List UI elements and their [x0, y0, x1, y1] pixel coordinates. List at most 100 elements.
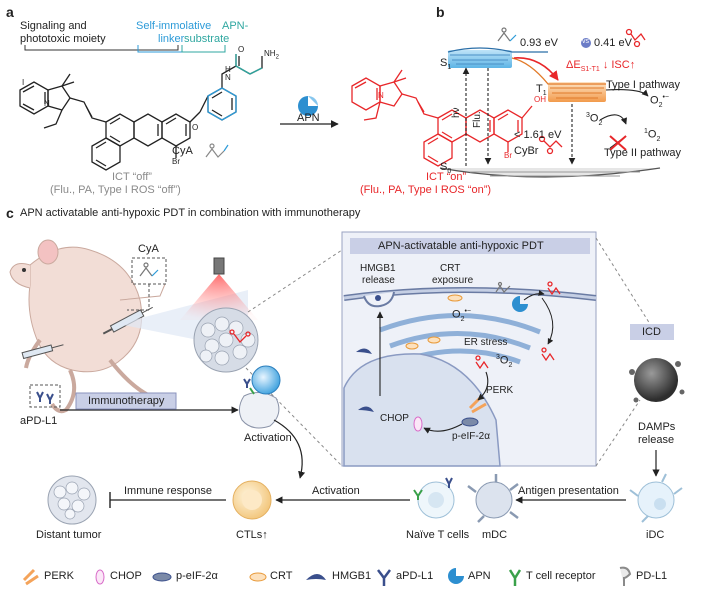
cybr-structure	[351, 69, 533, 167]
ict-on-detail: (Flu., PA, Type I ROS “on”)	[360, 184, 492, 196]
idc-label: iDC	[646, 529, 665, 541]
brace-signaling	[24, 45, 179, 51]
ict-off-detail: (Flu., PA, Type I ROS “off”)	[50, 184, 181, 196]
moiety-linker-line2: linker	[158, 33, 185, 45]
legend-apn: APN	[468, 570, 491, 582]
flu-label: Flu.	[472, 111, 483, 128]
t1-band	[548, 82, 606, 102]
legend-pd-l1: PD-L1	[636, 570, 668, 582]
panel-c-graphics	[9, 231, 685, 586]
energy-gap-label: < 1.61 eV	[514, 129, 562, 141]
moiety-signaling-line2: phototoxic moiety	[20, 33, 106, 45]
damps-label-1: DAMPs	[638, 421, 676, 433]
naive-t-cells-label: Naïve T cells	[406, 529, 470, 541]
inset-title: APN-activatable anti-hypoxic PDT	[378, 240, 544, 252]
isc-arrow	[513, 57, 559, 81]
mdc-label: mDC	[482, 529, 508, 541]
brace-substrate	[181, 45, 226, 53]
brace-linker	[137, 45, 183, 53]
legend-tcr: T cell receptor	[526, 570, 596, 582]
cya-box	[131, 257, 167, 285]
dendritic-cell-icon	[467, 474, 519, 523]
activation-label-2: Activation	[312, 485, 360, 497]
ict-on-label: ICT “on”	[426, 171, 467, 183]
hv-label: hν	[451, 107, 462, 118]
type-i-label: Type I pathway	[606, 79, 680, 91]
immunotherapy-box	[75, 392, 177, 410]
hmgb1-label-2: release	[362, 275, 395, 286]
atom-nh: H	[225, 65, 231, 74]
atom-br-cya: Br	[172, 157, 180, 166]
inset-title-bar	[350, 238, 590, 254]
delta-e-label: ΔES1-T1 ↓ ISC↑	[566, 59, 636, 74]
cya-label: CyA	[172, 145, 193, 157]
cya-structure	[19, 54, 263, 171]
atom-nh2: NH2	[264, 49, 279, 61]
s0-label: S0	[440, 161, 452, 176]
energy-cya: 0.93 eV	[520, 37, 558, 49]
singlet-oxygen-label: 1O2	[644, 128, 661, 143]
triplet-oxygen-label: 3O2	[586, 112, 603, 127]
panel-b-label: b	[436, 4, 445, 20]
immature-dendritic-cell-icon	[629, 473, 683, 523]
immunotherapy-label: Immunotherapy	[88, 395, 165, 407]
type-ii-label: Type II pathway	[604, 147, 682, 159]
panel-b-graphics	[439, 27, 661, 178]
crt-label-1: CRT	[440, 263, 461, 274]
distant-tumor-label: Distant tumor	[36, 529, 102, 541]
panel-c-title: APN activatable anti-hypoxic PDT in comb…	[20, 207, 361, 219]
atom-oh: OH	[534, 95, 546, 104]
tumor-icon	[193, 307, 259, 373]
energy-cybr: 0.41 eV	[594, 37, 632, 49]
s1-label: S1	[440, 57, 452, 72]
superoxide-tag: O2•−	[452, 308, 472, 323]
er-stress-label: ER stress	[464, 337, 508, 348]
atom-br-cybr: Br	[504, 151, 512, 160]
atom-o-linker: O	[192, 123, 199, 132]
ict-off-label: ICT “off”	[112, 171, 152, 183]
legend-apd-l1: aPD-L1	[396, 570, 434, 582]
atom-n-plus-cybr: N	[378, 91, 384, 100]
immune-response-label: Immune response	[124, 485, 213, 497]
vs-badge	[581, 38, 591, 48]
t-cell-icon	[238, 365, 281, 429]
vs-label: vs	[582, 38, 589, 45]
apn-label: APN	[297, 112, 320, 124]
panel-a-graphics	[19, 45, 563, 171]
naive-t-cell-icon	[413, 477, 455, 519]
atom-n-plus: N	[44, 99, 50, 108]
ctl-icon	[232, 480, 272, 520]
cya-probe-icon-b	[497, 27, 517, 42]
chop-tag: CHOP	[380, 413, 409, 424]
moiety-signaling-line1: Signaling and	[20, 20, 87, 32]
atom-oxygen: O	[238, 45, 245, 54]
superoxide-label: O2•−	[650, 94, 670, 109]
t1-label: T1	[536, 83, 547, 98]
legend-perk: PERK	[44, 570, 74, 582]
damps-label-2: release	[638, 434, 675, 446]
icd-label: ICD	[642, 326, 661, 338]
atom-n: N	[225, 73, 231, 82]
hmgb1-label-1: HMGB1	[360, 263, 396, 274]
legend-hmgb1: HMGB1	[332, 570, 372, 582]
distant-tumor-icon	[47, 475, 97, 525]
syringe-icon	[102, 306, 153, 335]
apd-l1-box	[29, 384, 61, 408]
mouse-icon	[9, 239, 166, 414]
laser-icon	[180, 257, 258, 320]
legend-chop: CHOP	[110, 570, 142, 582]
legend-crt: CRT	[270, 570, 293, 582]
cybr-label: CyBr	[514, 145, 539, 157]
s1-band	[448, 50, 512, 68]
ctls-label: CTLs↑	[236, 529, 268, 541]
cybr-probe-icon-b	[625, 28, 646, 48]
dying-cell-icon	[629, 358, 685, 403]
perk-tag: PERK	[486, 385, 514, 396]
moiety-substrate-line1: APN-	[222, 20, 249, 32]
cybr-probe-icon	[538, 135, 563, 155]
moiety-substrate-line2: substrate	[184, 33, 230, 45]
legend-glyphs	[22, 566, 632, 586]
activation-label-1: Activation	[244, 432, 292, 444]
antigen-presentation-label: Antigen presentation	[518, 485, 619, 497]
